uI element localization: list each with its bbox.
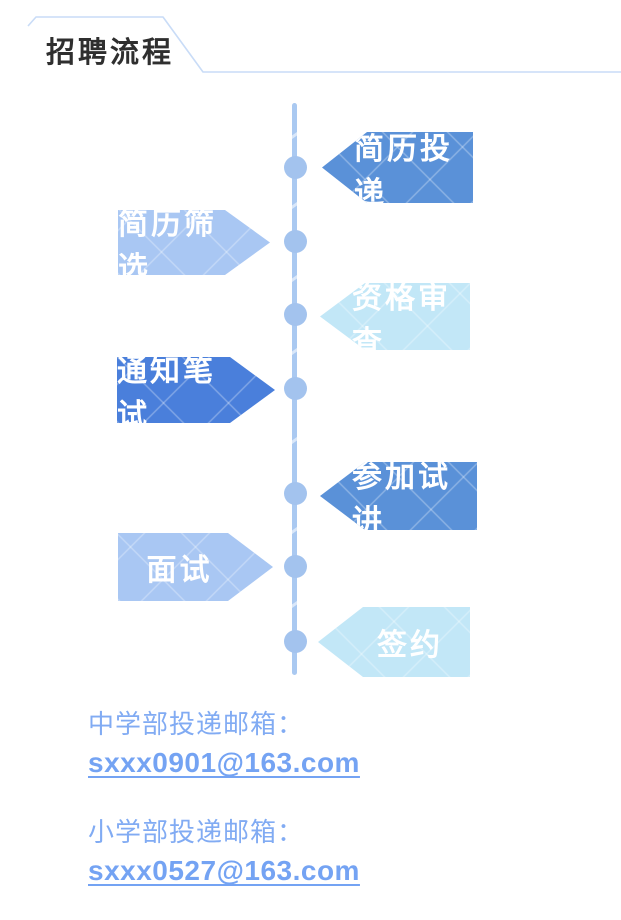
flow-step-resume-screening: 简历筛选	[118, 210, 270, 275]
flow-step-written-test-notice: 通知笔试	[117, 357, 275, 423]
timeline-dot	[284, 482, 307, 505]
contact-primary-school-label: 小学部投递邮箱：	[88, 817, 305, 847]
contact-primary-school-email[interactable]: sxxx0527@163.com	[88, 855, 360, 886]
contact-middle-school-email[interactable]: sxxx0901@163.com	[88, 747, 360, 778]
timeline-dot	[284, 377, 307, 400]
timeline-dot	[284, 303, 307, 326]
timeline-dot	[284, 156, 307, 179]
flow-step-trial-lecture: 参加试讲	[320, 462, 477, 530]
flow-step-qualification-review: 资格审查	[320, 283, 470, 350]
timeline-dot	[284, 555, 307, 578]
page-title: 招聘流程	[46, 37, 175, 69]
timeline-dot	[284, 630, 307, 653]
flow-step-interview: 面试	[118, 533, 273, 601]
contact-middle-school-label: 中学部投递邮箱：	[88, 709, 305, 739]
flow-step-resume-submission: 简历投递	[322, 132, 473, 203]
flow-step-signing: 签约	[318, 607, 470, 677]
timeline-dot	[284, 230, 307, 253]
